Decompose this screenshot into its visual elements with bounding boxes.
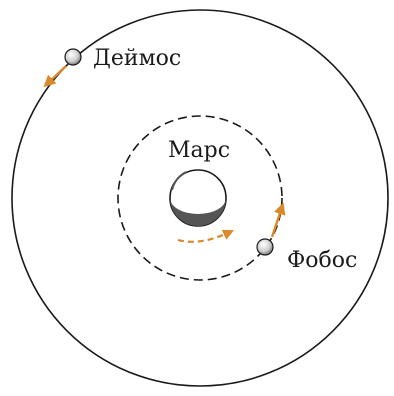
phobos-label: Фобос [287,248,358,273]
phobos-moon [256,238,274,256]
mars-rotation-arrow [177,229,234,243]
deimos-direction-arrow [43,65,67,88]
mars-planet [169,169,227,227]
phobos-orbit [117,115,283,281]
deimos-moon [64,48,82,66]
phobos-direction-arrow [270,202,286,238]
mars-label: Марс [168,138,231,163]
deimos-orbit [11,9,389,387]
deimos-label: Деймос [93,46,182,71]
